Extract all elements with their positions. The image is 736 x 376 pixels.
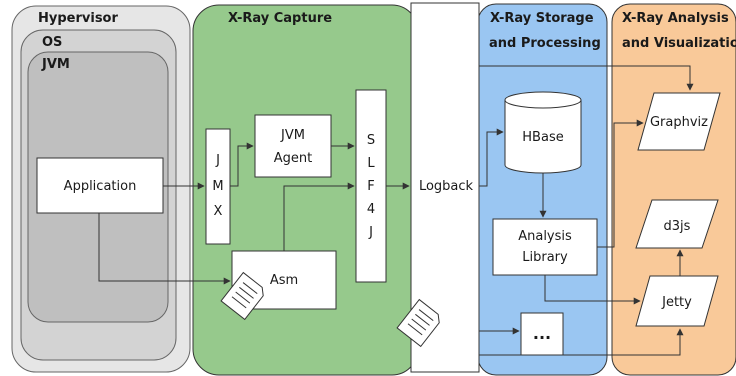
- os-title: OS: [42, 35, 62, 50]
- edge-analysis-library-to-jetty: [544, 275, 641, 305]
- jmx-letter-2: M: [212, 179, 223, 194]
- logback-box: [410, 2, 480, 373]
- storage-title-line2: and Processing: [489, 36, 601, 51]
- d3js-box: [635, 199, 719, 249]
- capture-title: X-Ray Capture: [228, 11, 332, 26]
- edge-analysis-library-to-graphviz: [597, 119, 644, 248]
- slf4j-letter-3: F: [367, 179, 374, 194]
- slf4j-letter-2: L: [367, 156, 375, 171]
- slf4j-letter-1: S: [367, 133, 375, 148]
- application-label: Application: [64, 179, 137, 194]
- jetty-label: Jetty: [661, 295, 692, 310]
- application-box: [36, 157, 164, 214]
- jvm-agent-label-line2: Agent: [274, 151, 312, 166]
- ellipsis-label: ...: [533, 324, 551, 343]
- hypervisor-title: Hypervisor: [38, 11, 118, 26]
- graphviz-box: [637, 92, 721, 151]
- storage-title-line1: X-Ray Storage: [490, 11, 594, 26]
- jvm-agent-box: [254, 114, 332, 178]
- document-icon: [220, 271, 264, 321]
- edge-logback-to-hbase: [479, 128, 504, 187]
- hbase-database: [504, 91, 582, 174]
- document-icon: [396, 298, 440, 348]
- analysis-title-line1: X-Ray Analysis: [622, 11, 729, 26]
- asm-label: Asm: [270, 273, 298, 288]
- hbase-label: HBase: [522, 130, 563, 145]
- edge-application-to-asm: [98, 213, 231, 285]
- analysis-library-box: [492, 218, 598, 276]
- analysis-library-label-line2: Library: [522, 250, 568, 265]
- jmx-letter-1: J: [215, 153, 220, 168]
- jvm-agent-label-line1: JVM: [280, 128, 305, 143]
- logback-label: Logback: [419, 179, 474, 194]
- jmx-box: [205, 128, 231, 245]
- edge-jmx-to-jvm-agent: [230, 142, 254, 187]
- edge-asm-to-slf4j: [283, 182, 355, 251]
- d3js-label: d3js: [664, 219, 691, 234]
- analysis-title-line2: and Visualization: [622, 36, 736, 51]
- graphviz-label: Graphviz: [650, 115, 708, 130]
- ellipsis-box: [520, 312, 564, 356]
- slf4j-letter-5: J: [368, 225, 373, 240]
- slf4j-box: [355, 89, 387, 283]
- edge-logback-to-graphviz: [479, 65, 694, 91]
- slf4j-letter-4: 4: [367, 202, 375, 217]
- edge-logback-to-jetty: [479, 328, 684, 356]
- jmx-letter-3: X: [214, 204, 223, 219]
- analysis-library-label-line1: Analysis: [518, 229, 572, 244]
- jvm-title: JVM: [41, 57, 70, 72]
- jetty-box: [635, 275, 719, 327]
